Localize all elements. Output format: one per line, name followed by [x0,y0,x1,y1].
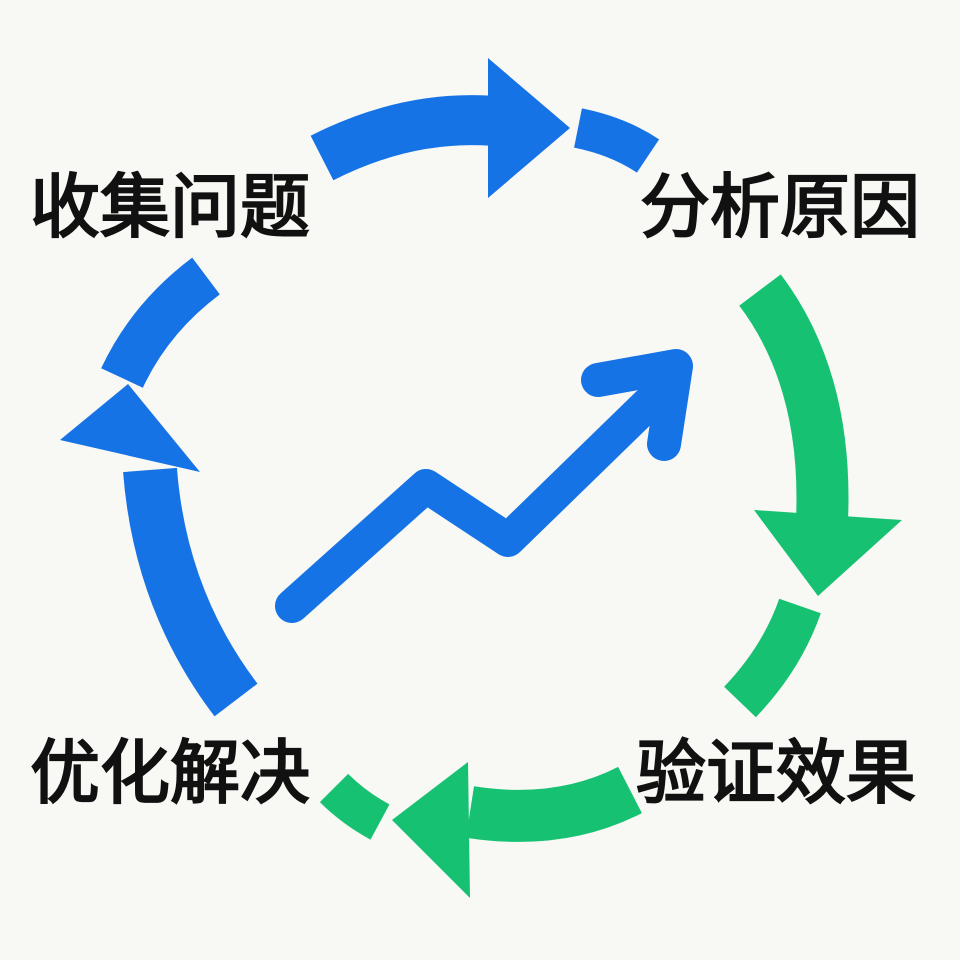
trending-up-arrow-icon [275,349,693,623]
step-label-optimize-solve: 优化解决 [30,732,310,814]
right-green-arrow [723,274,902,718]
step-label-verify-results: 验证效果 [636,732,916,814]
bottom-green-arrow [319,762,642,898]
top-blue-arrow [310,58,660,198]
step-label-collect-issues: 收集问题 [30,166,310,248]
step-label-analyze-causes: 分析原因 [640,166,920,248]
left-blue-arrow [60,257,258,717]
